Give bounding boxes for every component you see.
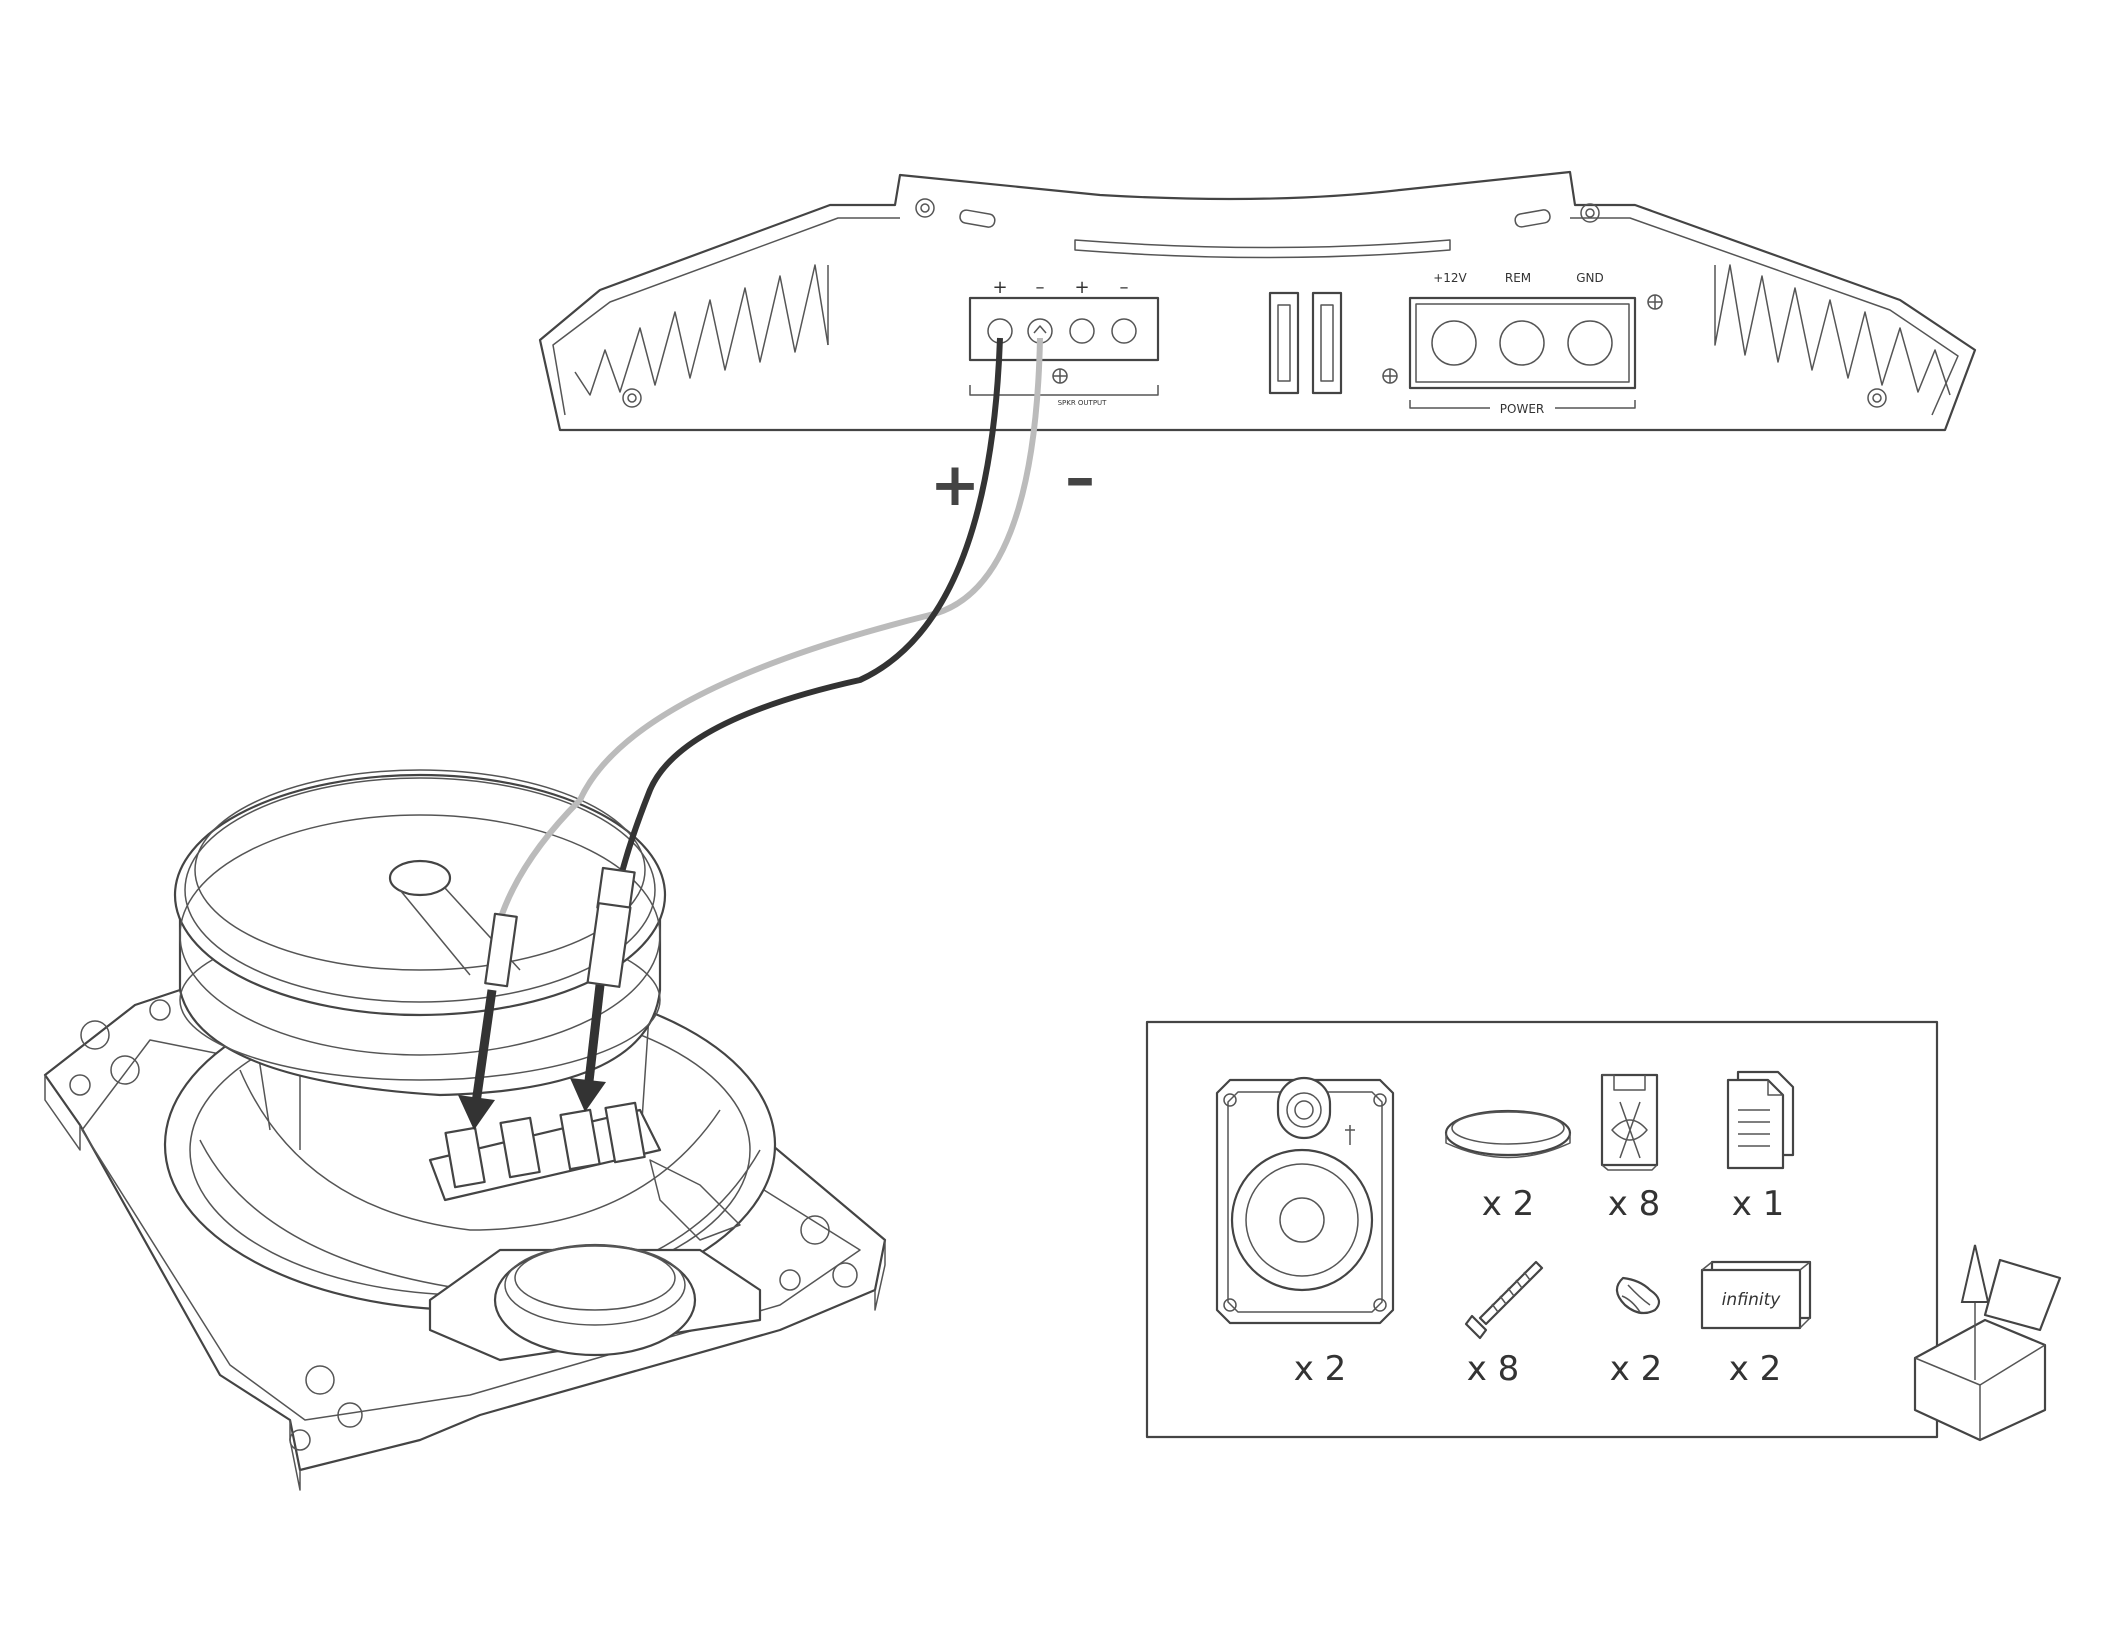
clip-icon bbox=[1602, 1075, 1657, 1170]
fuse-holder bbox=[1270, 293, 1341, 393]
connector-icon bbox=[1617, 1278, 1659, 1313]
qty-clip: x 8 bbox=[1608, 1184, 1661, 1224]
terminal-sign-3: + bbox=[1074, 277, 1089, 298]
power-label-gnd: GND bbox=[1576, 271, 1604, 285]
screw-icon bbox=[1466, 1262, 1542, 1338]
qty-speaker: x 2 bbox=[1294, 1349, 1347, 1389]
speaker-output-label: SPKR OUTPUT bbox=[1058, 399, 1108, 407]
qty-badge: x 2 bbox=[1729, 1349, 1782, 1389]
terminal-sign-1: + bbox=[992, 277, 1007, 298]
badge-logo-text: infinity bbox=[1722, 1290, 1782, 1310]
qty-connector: x 2 bbox=[1610, 1349, 1663, 1389]
speaker-frame-icon bbox=[1217, 1078, 1393, 1323]
power-label-12v: +12V bbox=[1433, 271, 1467, 285]
badge-icon: infinity bbox=[1702, 1262, 1810, 1328]
document-icon bbox=[1728, 1072, 1793, 1168]
qty-screw: x 8 bbox=[1467, 1349, 1520, 1389]
power-label: POWER bbox=[1500, 402, 1544, 416]
coaxial-speaker bbox=[45, 770, 885, 1490]
qty-ring: x 2 bbox=[1482, 1184, 1535, 1224]
wire-positive-label: + bbox=[930, 450, 980, 520]
wire-negative-label: – bbox=[1065, 443, 1095, 513]
qty-document: x 1 bbox=[1732, 1184, 1785, 1224]
power-label-rem: REM bbox=[1505, 271, 1531, 285]
terminal-sign-4: – bbox=[1120, 277, 1129, 298]
ring-icon bbox=[1446, 1111, 1570, 1158]
power-terminal-block: +12V REM GND POWER bbox=[1383, 271, 1662, 416]
terminal-sign-2: – bbox=[1036, 277, 1045, 298]
amplifier: + – + – SPKR OUTPUT +12V REM GND bbox=[540, 172, 1975, 430]
package-contents-panel: x 2 x 2 x 8 x 1 bbox=[1147, 1022, 1937, 1437]
